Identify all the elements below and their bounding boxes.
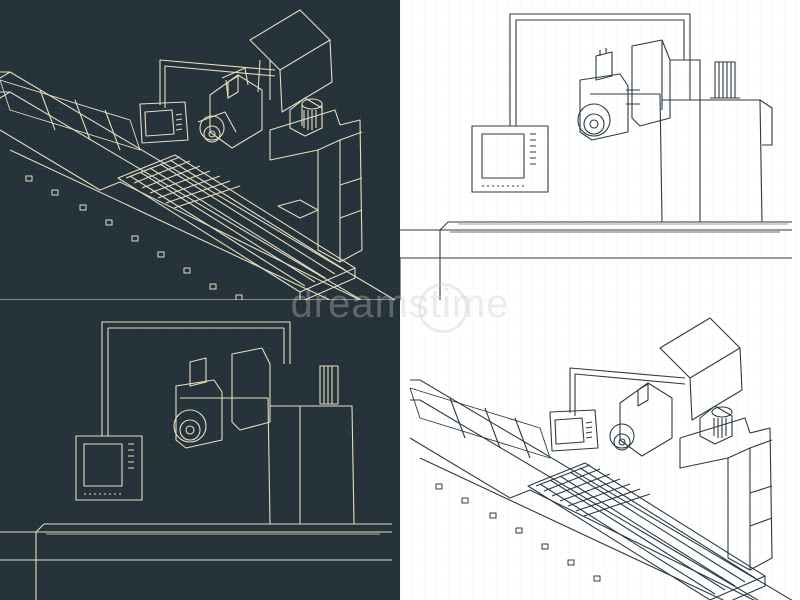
isometric-drawing-light [400, 300, 800, 600]
front-drawing-dark [0, 300, 400, 600]
blueprint-panel-light-isometric [400, 300, 800, 600]
blueprint-panel-dark-front [0, 300, 400, 600]
front-drawing-light [400, 0, 800, 300]
blueprint-panel-dark-isometric [0, 0, 400, 300]
blueprint-panel-light-front [400, 0, 800, 300]
isometric-drawing-dark [0, 0, 400, 300]
watermark-seal-icon [418, 283, 468, 333]
